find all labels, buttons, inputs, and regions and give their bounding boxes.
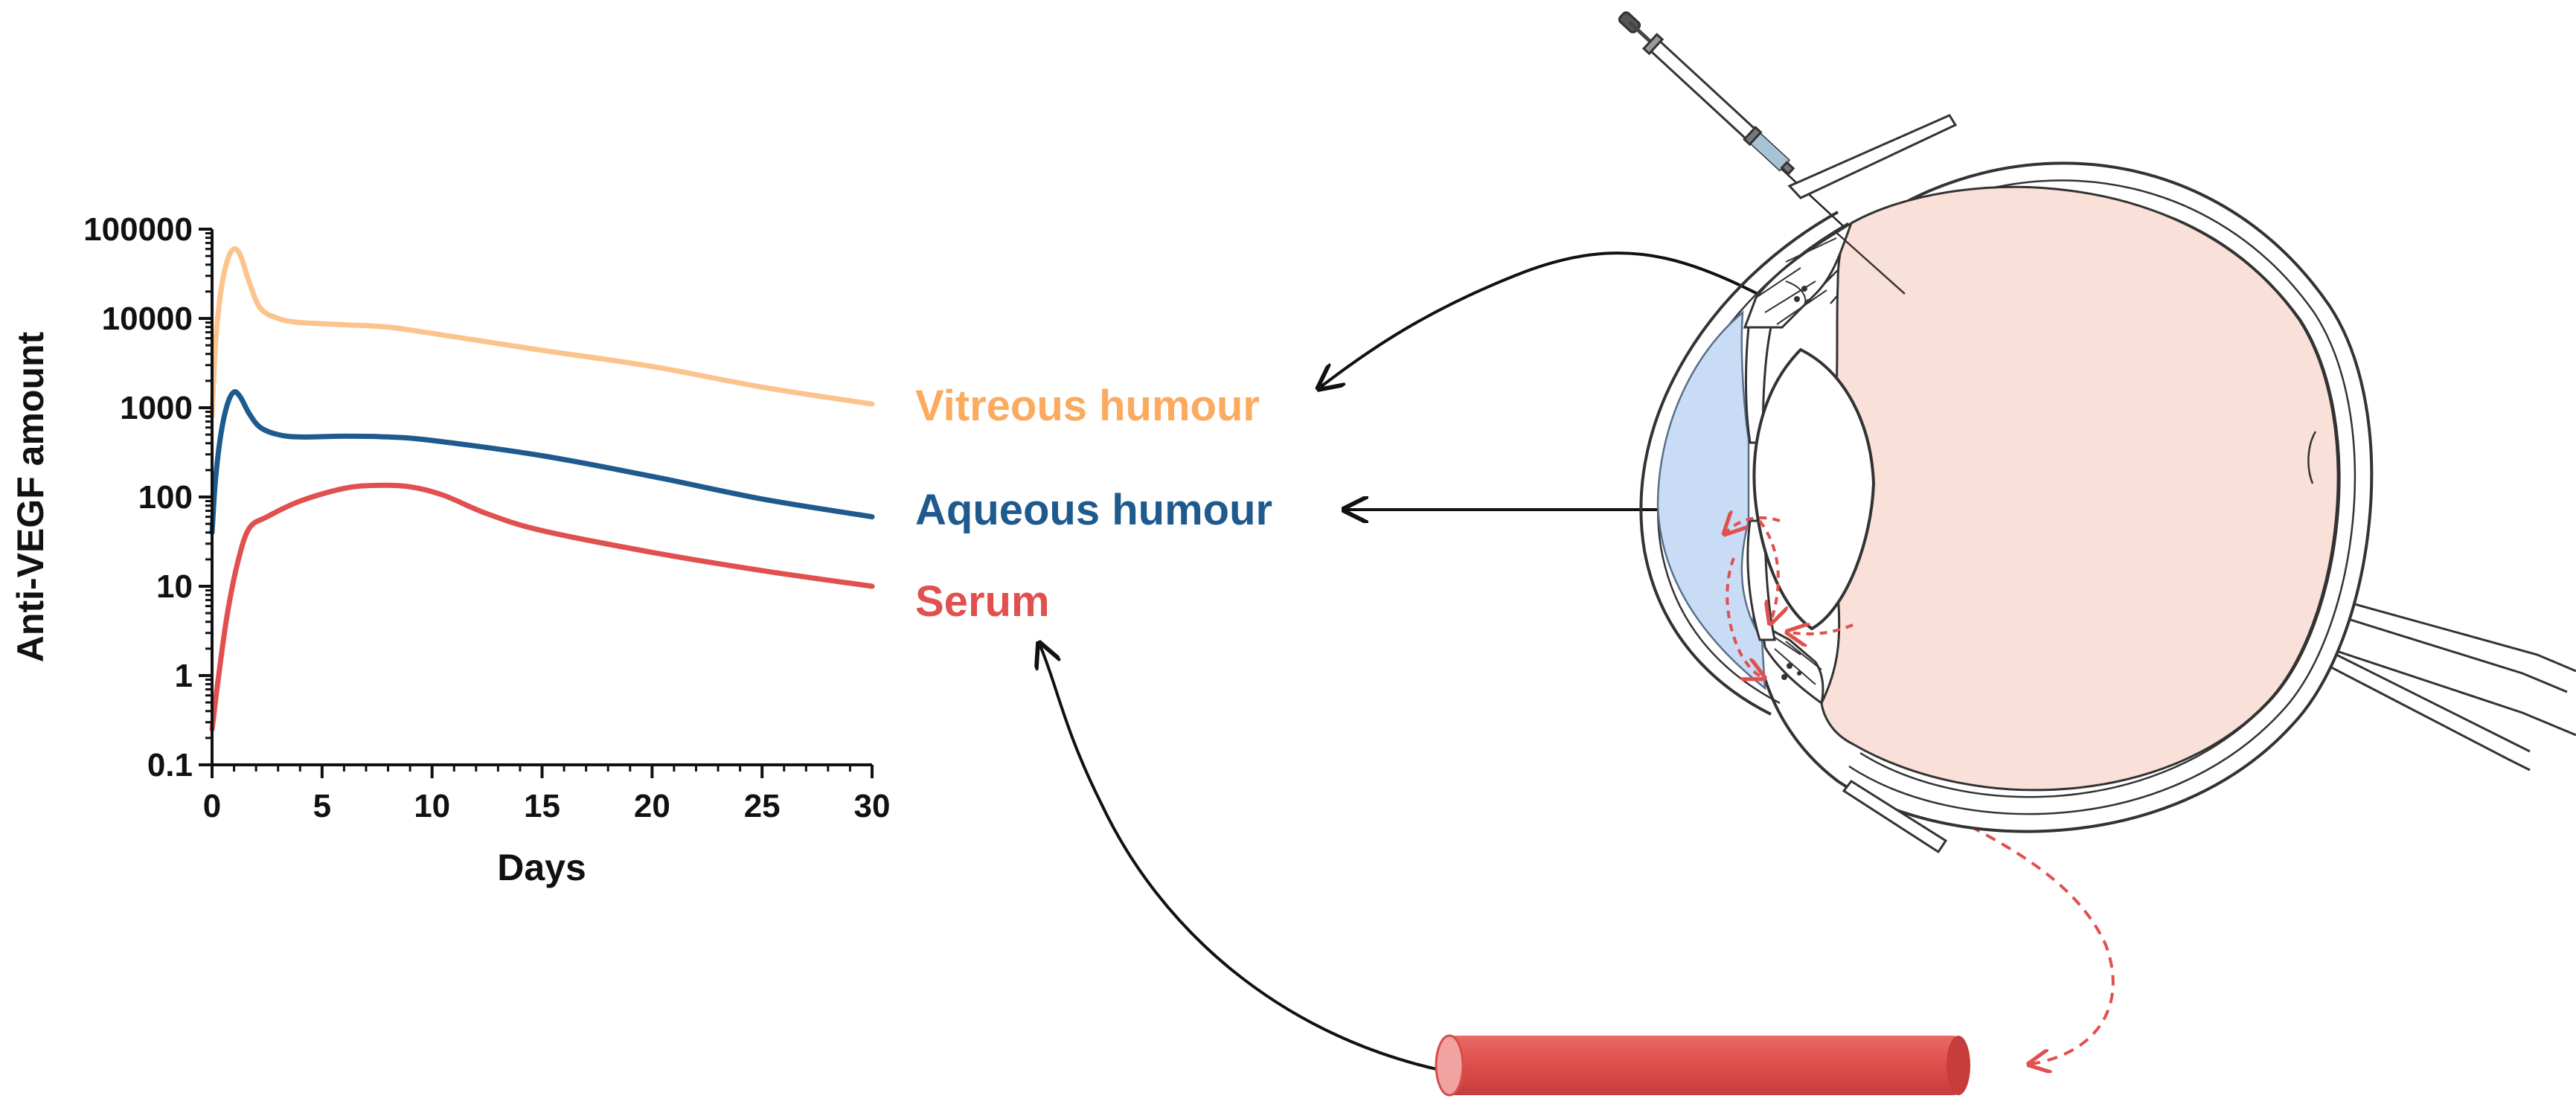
series-line-0 (209, 246, 875, 420)
aqueous-flow-arrow-4 (1790, 625, 1853, 634)
lower-eyelid (1842, 780, 1948, 854)
upper-eyelid (1787, 114, 1958, 199)
y-axis-title: Anti-VEGF amount (10, 331, 51, 662)
pk-chart: 0.1 1 10 100 1000 10000 100000 0 5 10 15 20 25 30 Day… (10, 211, 890, 888)
x-tick-label: 30 (854, 788, 891, 824)
y-tick-label: 0.1 (147, 747, 193, 783)
y-tick-label: 100 (138, 479, 193, 516)
blood-vessel (1435, 1034, 1970, 1097)
y-tick-label: 100000 (83, 211, 193, 248)
y-tick-label: 1000 (120, 390, 193, 426)
x-tick-label: 25 (744, 788, 781, 824)
serum-arrow (1040, 646, 1441, 1071)
cornea (1639, 211, 1839, 716)
lens (1752, 347, 1876, 631)
drainage-path-arrow (1874, 776, 2115, 1064)
x-tick-label: 15 (524, 788, 560, 824)
aqueous-flow-arrow-3 (1726, 518, 1781, 532)
x-tick-label: 20 (634, 788, 670, 824)
y-tick-label: 10000 (102, 301, 193, 337)
vitreous-label: Vitreous humour (915, 382, 1260, 430)
vitreous-body (1820, 185, 2339, 792)
y-tick-label: 10 (156, 568, 193, 605)
serum-label: Serum (915, 577, 1050, 626)
x-tick-label: 10 (414, 788, 450, 824)
series-line-1 (209, 389, 875, 536)
x-tick-label: 5 (313, 788, 331, 824)
aqueous-flow-arrow-2 (1726, 557, 1762, 677)
aqueous-label: Aqueous humour (915, 486, 1272, 534)
series-layer (209, 246, 875, 732)
series-line-2 (209, 482, 875, 732)
ticks: 0.1 1 10 100 1000 10000 100000 0 5 10 15 20 25 30 (83, 211, 890, 824)
x-tick-label: 0 (203, 788, 221, 824)
ciliary-body-upper (1743, 220, 1853, 329)
x-axis-title: Days (497, 847, 586, 888)
y-tick-label: 1 (175, 658, 193, 694)
eye-illustration (1639, 114, 2576, 854)
